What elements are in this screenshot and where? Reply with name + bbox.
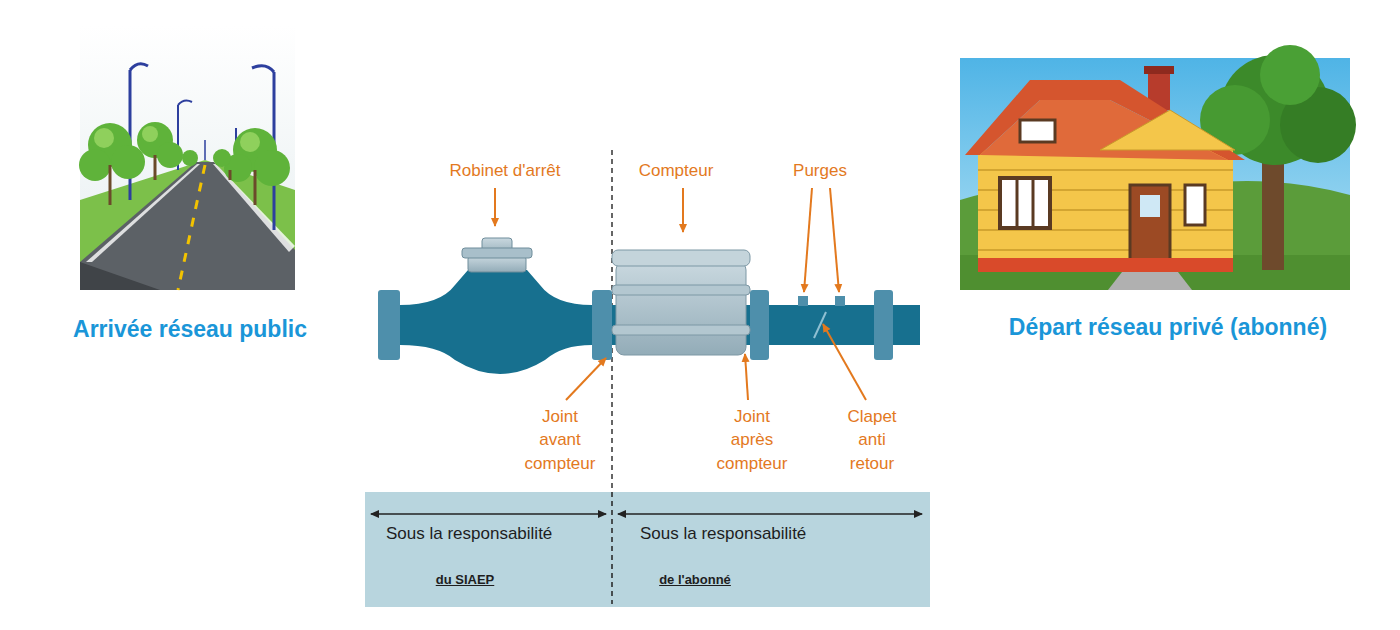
band-text: Sous la responsabilité [386,524,552,544]
leader-lines [495,188,866,400]
span-arrow [371,513,606,515]
network-label: Arrivée réseau public [73,314,307,345]
band-text: Sous la responsabilité [640,524,806,544]
part-label: Compteur [639,160,714,183]
span-arrow [618,513,922,515]
part-label: Joint après compteur [717,405,788,475]
part-label: Purges [793,160,847,183]
part-label: Clapet anti retour [847,405,896,475]
part-label: Joint avant compteur [525,405,596,475]
house-picture [960,45,1356,290]
boundary-line [611,492,613,604]
road-picture [79,25,295,290]
owner-name: de l'abonné [659,572,731,587]
responsibility-band: Sous la responsabilité de l'abonné [612,492,930,607]
part-label: Robinet d'arrêt [450,160,561,183]
network-label: Départ réseau privé (abonné) [1009,312,1327,343]
owner-name: du SIAEP [436,572,495,587]
responsibility-band: Sous la responsabilité du SIAEP [365,492,612,607]
